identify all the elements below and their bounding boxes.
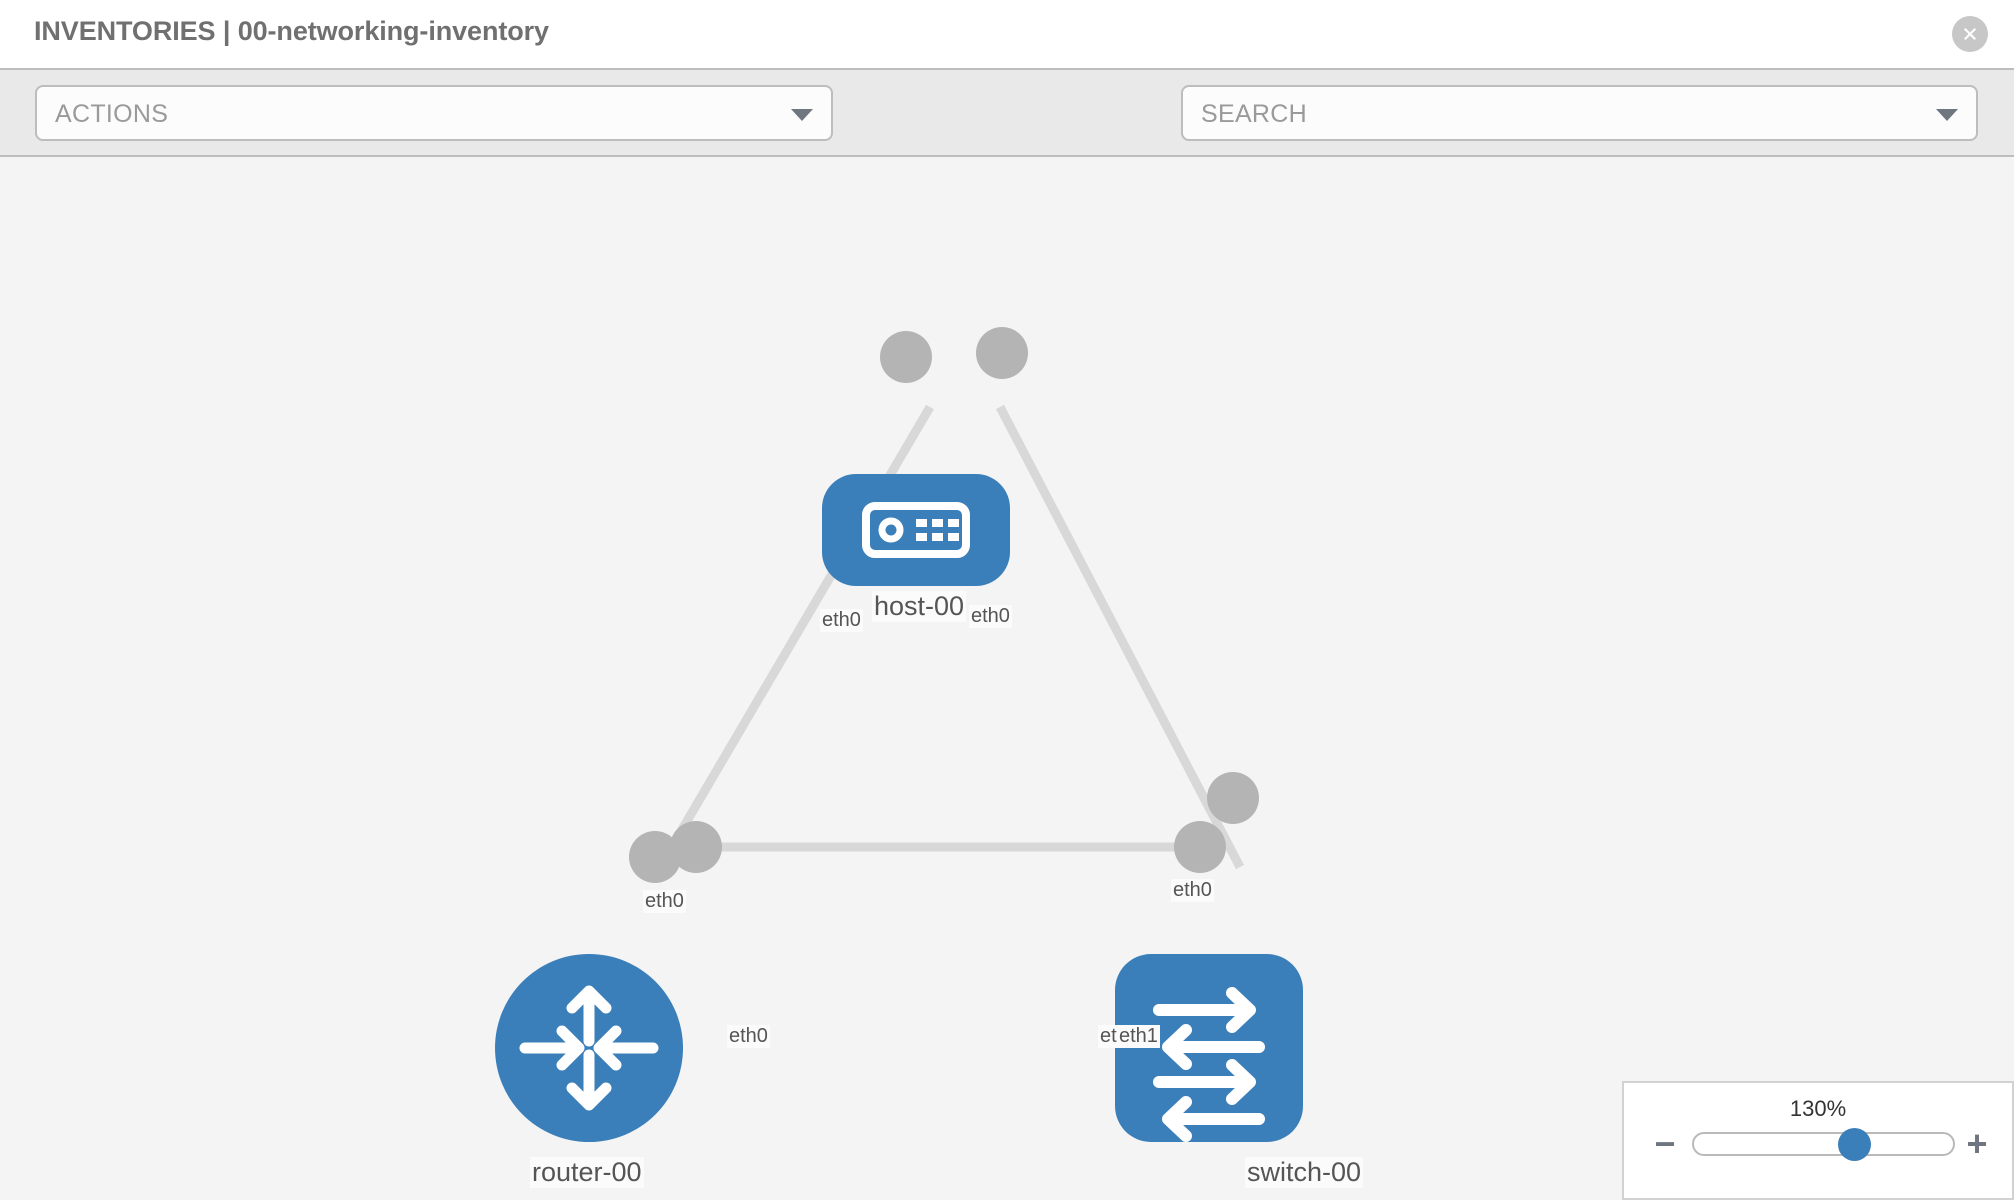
iface-label: eth0 (643, 890, 686, 913)
connector-switch-top (1207, 772, 1259, 824)
topology-graph (495, 327, 1303, 1142)
router-arrows-icon (519, 985, 659, 1111)
actions-dropdown-label: ACTIONS (55, 100, 169, 128)
switch-arrows-icon (1153, 987, 1265, 1142)
search-input[interactable]: SEARCH (1181, 85, 1978, 141)
actions-dropdown[interactable]: ACTIONS (35, 85, 833, 141)
connector-host-right (976, 327, 1028, 379)
zoom-in-button[interactable]: + (1966, 1123, 1988, 1164)
zoom-slider[interactable] (1692, 1128, 1955, 1161)
zoom-slider-thumb[interactable] (1838, 1128, 1872, 1161)
node-switch-00[interactable] (1115, 954, 1303, 1142)
iface-label: eth0 (1171, 879, 1214, 902)
page-title: INVENTORIES | 00-networking-inventory (34, 16, 549, 46)
node-label-host: host-00 (872, 591, 967, 622)
zoom-control-panel: 130% − + (1622, 1081, 2014, 1200)
node-host-00[interactable] (822, 474, 1010, 586)
iface-label: eth0 (820, 609, 863, 632)
iface-label: eth1 (1117, 1025, 1160, 1048)
node-router-00[interactable] (495, 954, 683, 1142)
node-label-router: router-00 (530, 1157, 644, 1188)
topology-canvas[interactable]: eth0 eth0 eth0 eth0 eth0 eth0 eth1 host-… (0, 157, 2014, 1200)
server-icon (862, 502, 970, 558)
iface-label: eth0 (727, 1025, 770, 1048)
connector-router-right (670, 821, 722, 873)
connector-layer (629, 327, 1259, 883)
zoom-out-button[interactable]: − (1654, 1123, 1676, 1164)
chevron-down-icon (791, 109, 813, 121)
link-host-switch (996, 404, 1244, 870)
zoom-level-value: 130% (1789, 1096, 1847, 1121)
chevron-down-icon (1936, 109, 1958, 121)
connector-router-top (629, 831, 681, 883)
connector-switch-left (1174, 821, 1226, 873)
page-header: INVENTORIES | 00-networking-inventory (0, 0, 2014, 68)
node-label-switch: switch-00 (1245, 1157, 1364, 1188)
close-icon (1964, 28, 1976, 40)
connector-host-left (880, 331, 932, 383)
close-button[interactable] (1952, 16, 1988, 52)
toolbar: ACTIONS SEARCH (0, 68, 2014, 199)
iface-label: eth0 (969, 605, 1012, 628)
search-placeholder: SEARCH (1201, 100, 1307, 128)
